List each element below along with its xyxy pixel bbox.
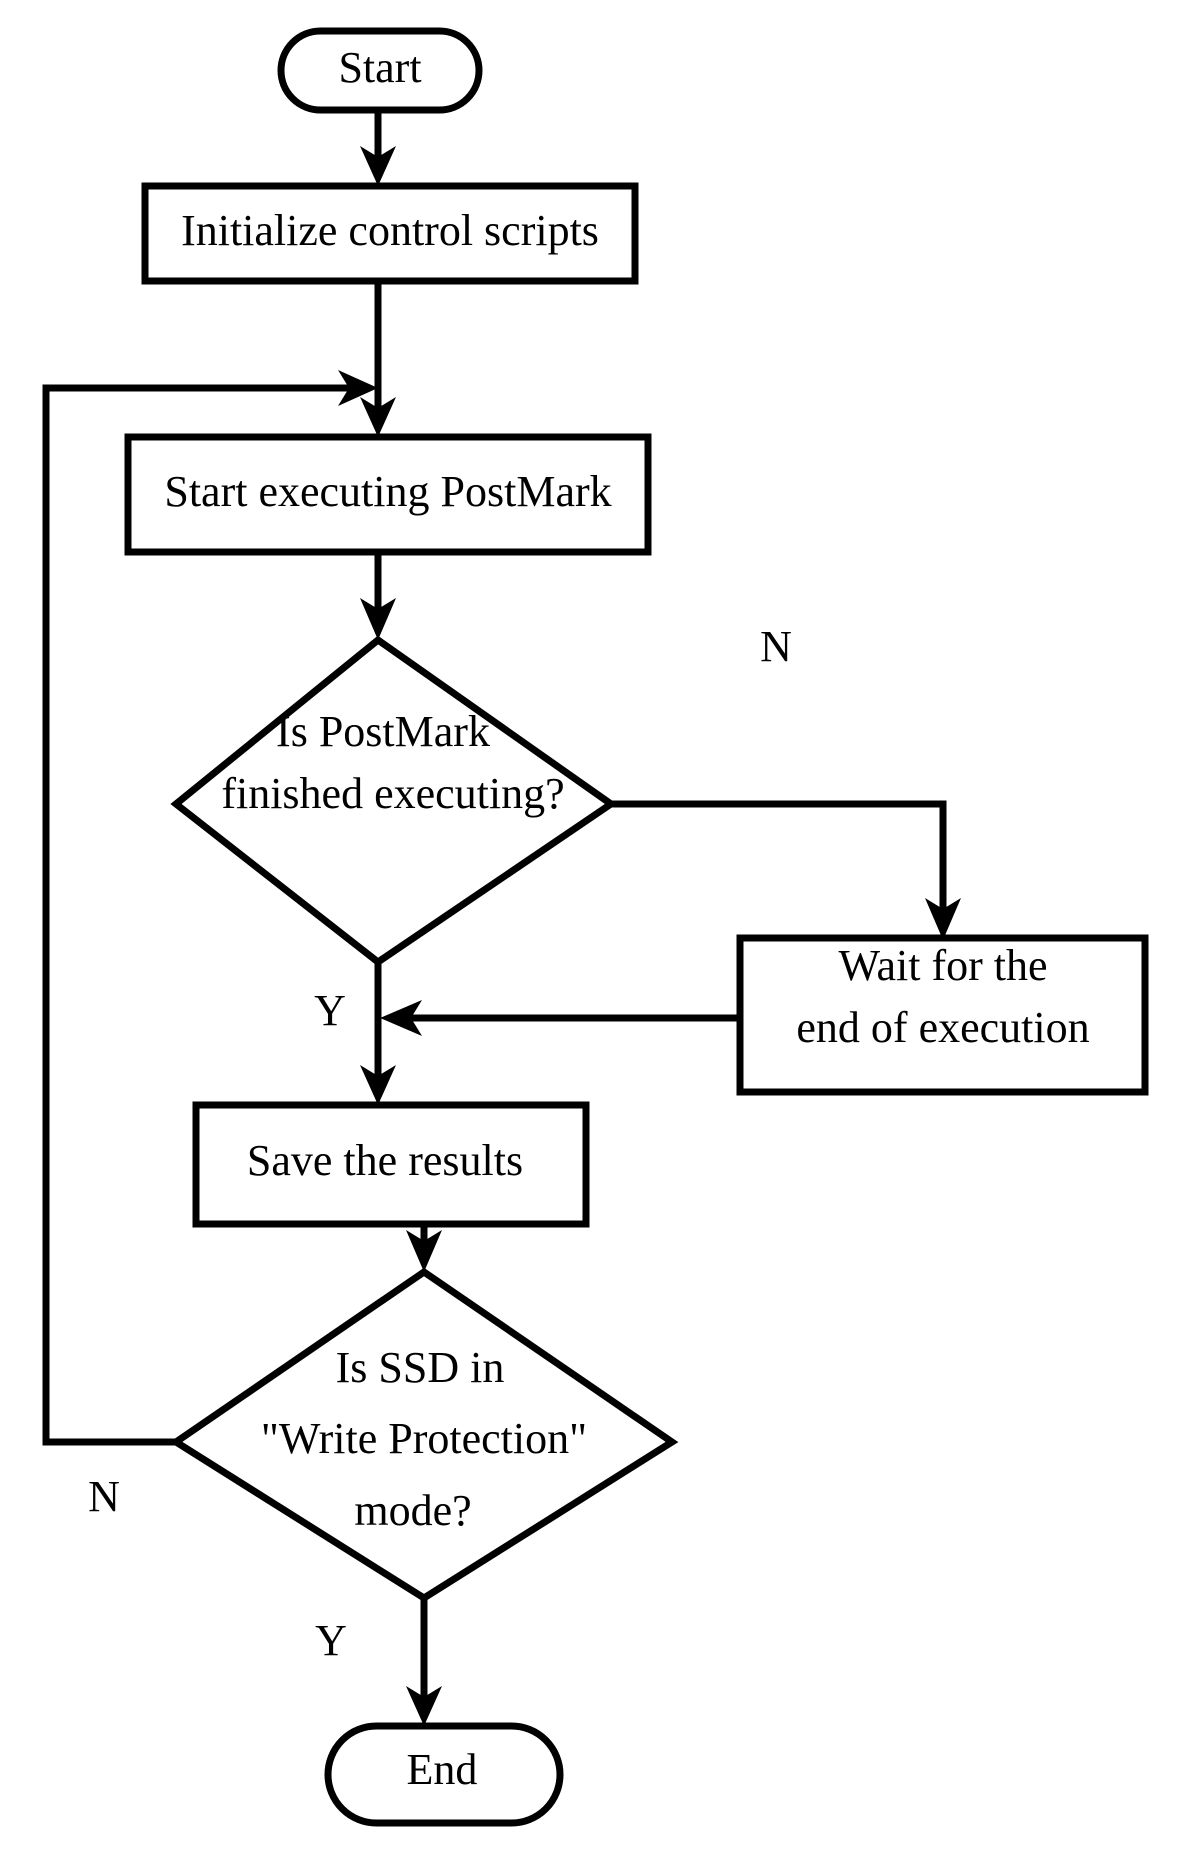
initialize-process-shape — [141, 182, 639, 285]
arrowhead-icon — [360, 397, 396, 437]
start-terminal-shape — [277, 27, 483, 114]
edge-wait-to-trunk — [380, 1000, 740, 1036]
protect-decision-shape — [169, 1267, 679, 1603]
branch-label-finished-yes: Y — [314, 986, 346, 1035]
branch-label-finished-no: N — [760, 622, 792, 671]
branch-label-protect-yes: Y — [315, 1616, 347, 1665]
node-initialize-control-scripts[interactable]: Initialize control scripts — [141, 182, 639, 285]
wait-label-line2: end of execution — [796, 1003, 1089, 1052]
finished-decision-shape — [170, 635, 618, 967]
save-label: Save the results — [247, 1136, 523, 1185]
save-process-shape — [192, 1101, 590, 1228]
protect-label-line3: mode? — [354, 1486, 471, 1535]
branch-label-protect-no: N — [88, 1472, 120, 1521]
run-label: Start executing PostMark — [164, 467, 611, 516]
wait-process-shape — [736, 934, 1149, 1096]
node-start-executing-postmark[interactable]: Start executing PostMark — [124, 433, 652, 556]
finished-label-line1: Is PostMark — [276, 707, 490, 756]
edge-start-to-init — [360, 110, 396, 186]
end-terminal-shape — [324, 1722, 564, 1827]
end-label: End — [407, 1745, 478, 1794]
arrowhead-icon — [406, 1686, 442, 1726]
start-label: Start — [338, 43, 421, 92]
wait-label-line1: Wait for the — [838, 941, 1047, 990]
node-end[interactable]: End — [324, 1722, 564, 1827]
finished-label-line2: finished executing? — [221, 769, 564, 818]
initialize-label: Initialize control scripts — [181, 206, 599, 255]
arrowhead-icon — [338, 370, 378, 406]
node-is-ssd-write-protected-decision[interactable]: Is SSD in "Write Protection" mode? — [169, 1267, 679, 1603]
edge-finished-yes-to-save — [360, 962, 396, 1105]
arrowhead-icon — [380, 1000, 422, 1036]
arrowhead-icon — [360, 1065, 396, 1105]
arrowhead-icon — [406, 1230, 442, 1272]
node-wait-for-end-of-execution[interactable]: Wait for the end of execution — [736, 934, 1149, 1096]
protect-label-line1: Is SSD in — [336, 1343, 505, 1392]
edge-init-to-run — [360, 281, 396, 437]
node-save-the-results[interactable]: Save the results — [192, 1101, 590, 1228]
arrowhead-icon — [360, 598, 396, 640]
arrowhead-icon — [360, 146, 396, 186]
edge-run-to-finished — [360, 552, 396, 640]
edge-save-to-protect — [378, 1220, 442, 1272]
node-start[interactable]: Start — [277, 27, 483, 114]
edge-finished-no-to-wait — [611, 800, 961, 940]
protect-label-line2: "Write Protection" — [261, 1414, 587, 1463]
node-is-postmark-finished-decision[interactable]: Is PostMark finished executing? — [170, 635, 618, 967]
edge-protect-yes-to-end — [406, 1598, 442, 1726]
edge-protect-no-loopback — [42, 370, 378, 1446]
run-process-shape — [124, 433, 652, 556]
arrowhead-icon — [925, 898, 961, 940]
